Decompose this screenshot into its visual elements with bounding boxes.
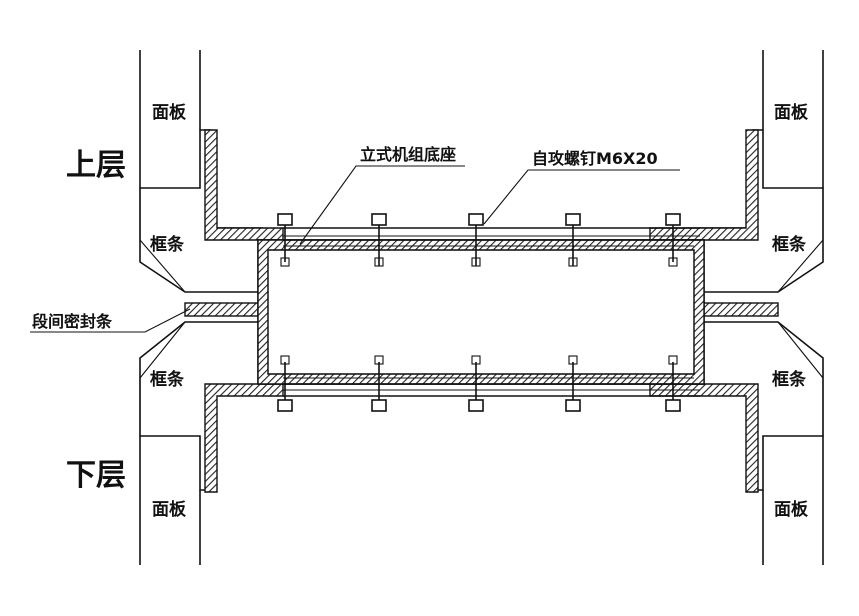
upper-screws: [277, 213, 681, 267]
section-seal-leader-line: [30, 308, 191, 333]
right-lower-panel-label: 面板: [774, 499, 809, 520]
left-lower-panel-label: 面板: [152, 499, 187, 520]
lower-rail: [283, 377, 700, 397]
unit-base-hatch-border: [257, 239, 705, 385]
screw: [565, 355, 581, 412]
screw: [665, 355, 681, 412]
right-upper-panel: [762, 50, 824, 188]
screw: [371, 213, 387, 267]
screw: [468, 213, 484, 267]
left-upper-panel-label: 面板: [152, 102, 187, 123]
unit-base-outer: [257, 239, 705, 385]
right-section-seal-strip: [702, 302, 779, 317]
left-section-seal-strip: [184, 302, 261, 317]
upper-floor-label: 上层: [66, 148, 126, 183]
left-lower-angle-seal: [204, 383, 284, 493]
unit-base-label: 立式机组底座: [360, 145, 456, 164]
screw: [468, 355, 484, 412]
left-upper-angle-seal: [204, 129, 284, 241]
screw-label: 自攻螺钉M6X20: [532, 149, 658, 168]
right-lower-panel: [762, 436, 824, 565]
section-seal-label: 段间密封条: [32, 312, 113, 331]
screw: [277, 355, 293, 412]
right-lower-frame-strip: [699, 321, 824, 491]
right-upper-frame-label: 框条: [772, 234, 807, 255]
left-lower-frame-label: 框条: [150, 369, 185, 390]
right-lower-frame-label: 框条: [772, 369, 807, 390]
lower-screws: [277, 355, 681, 412]
lower-floor-label: 下层: [66, 458, 126, 493]
screw: [565, 213, 581, 267]
left-lower-panel: [139, 436, 201, 565]
screw: [665, 213, 681, 267]
right-upper-frame-strip: [699, 129, 824, 293]
screw: [277, 213, 293, 267]
upper-rail: [283, 227, 700, 247]
screw-leader-line: [483, 169, 680, 225]
right-upper-panel-label: 面板: [774, 102, 809, 123]
left-upper-panel: [139, 50, 201, 188]
left-upper-frame-strip: [139, 129, 263, 293]
left-lower-frame-strip: [139, 321, 263, 491]
left-upper-frame-label: 框条: [150, 234, 185, 255]
screw: [371, 355, 387, 412]
unit-base-leader-line: [299, 165, 465, 245]
